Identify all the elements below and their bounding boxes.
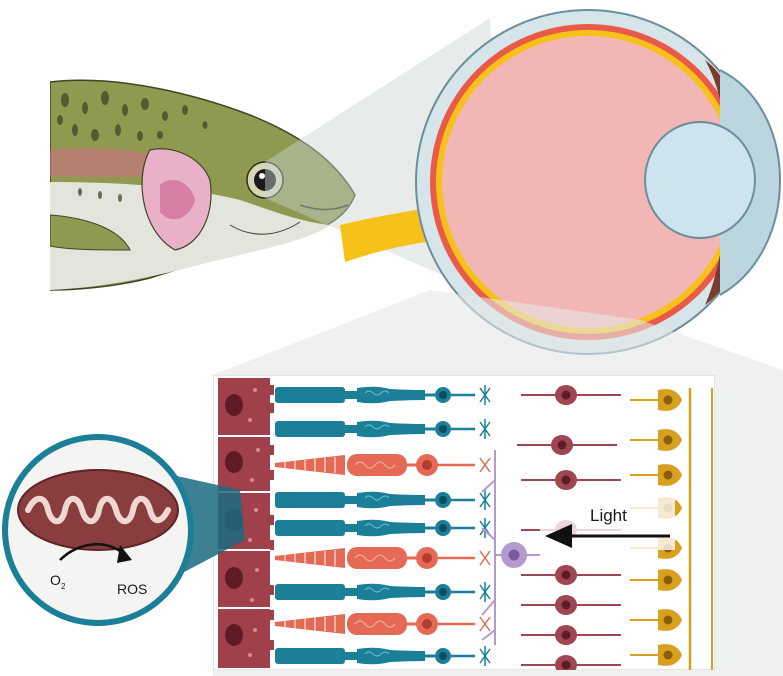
ganglion-layer <box>629 388 713 670</box>
oxygen-subscript: 2 <box>61 582 66 591</box>
fish <box>50 79 356 291</box>
rod-cell <box>273 518 477 538</box>
rod-cell <box>273 646 477 666</box>
left-arrow-icon <box>545 524 572 548</box>
light-label: Light <box>590 506 627 525</box>
oxygen-label: O <box>50 572 61 588</box>
rod-cell <box>273 385 477 405</box>
lens <box>644 121 756 239</box>
rod-cell <box>273 582 477 602</box>
ros-label: ROS <box>117 581 147 597</box>
amacrine-cell <box>481 450 540 645</box>
vitreous-body <box>442 36 734 328</box>
synapse-layer <box>479 385 491 666</box>
eyeball <box>340 9 781 355</box>
light-indicator: Light <box>540 490 675 550</box>
rod-cell <box>273 419 477 439</box>
mitochondrion-inset: O 2 ROS <box>2 434 194 626</box>
cristae <box>25 495 171 525</box>
rod-cell <box>273 490 477 510</box>
